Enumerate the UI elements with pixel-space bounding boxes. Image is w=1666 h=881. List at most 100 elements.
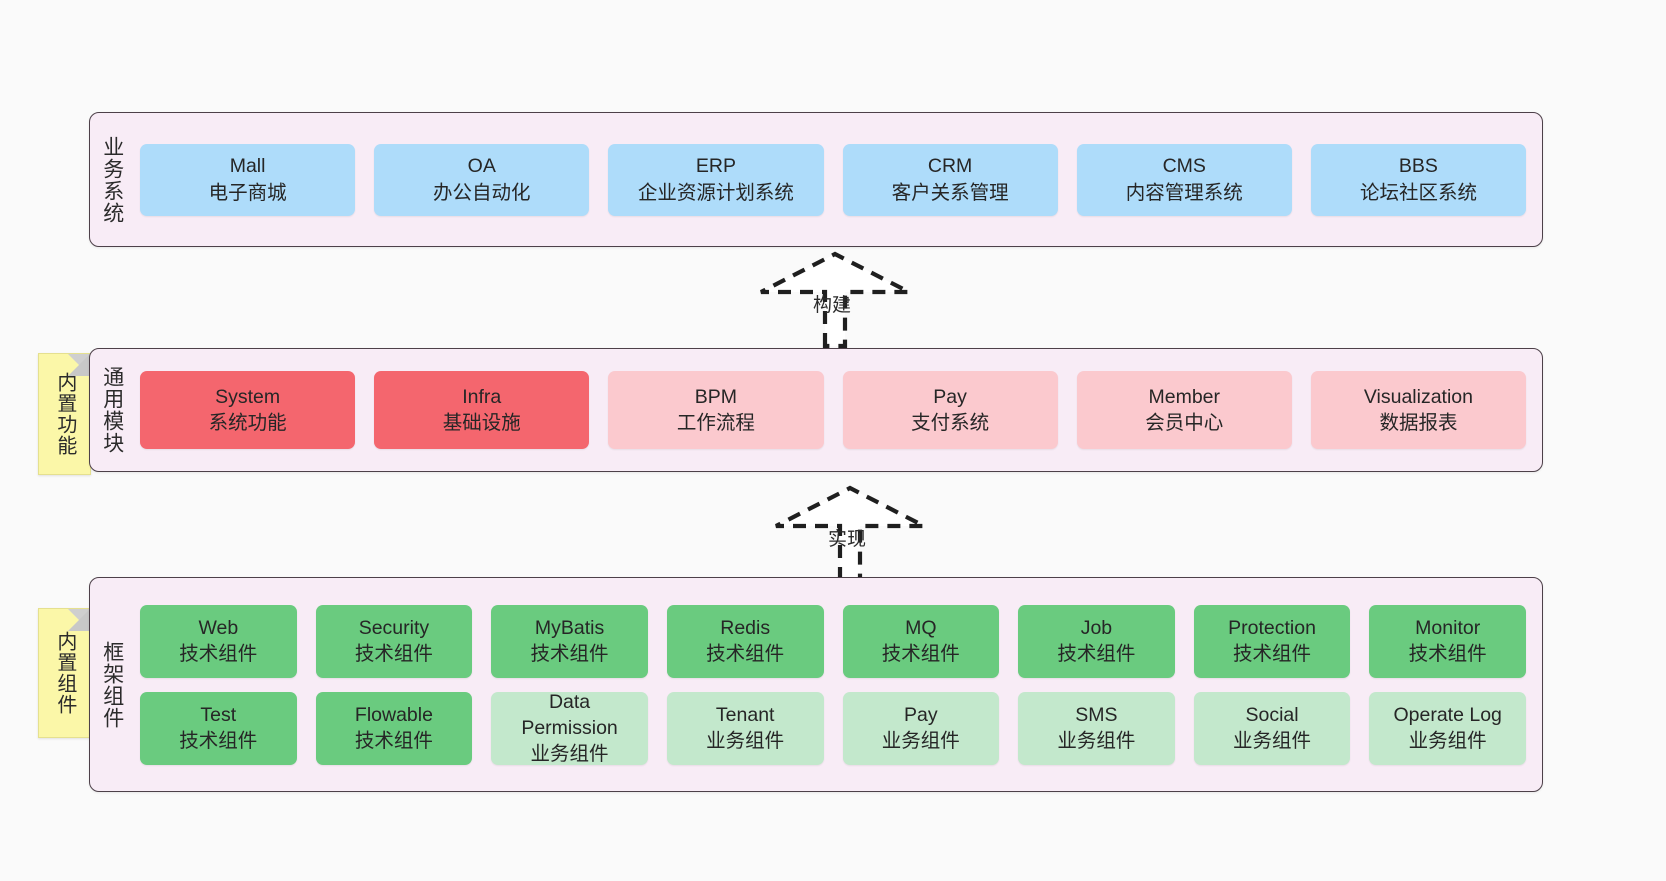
card-web-name: Web (198, 616, 239, 639)
card-bpm-desc: 工作流程 (676, 412, 755, 434)
card-web[interactable]: Web 技术组件 (140, 604, 297, 678)
connector-implement-arrow (775, 485, 925, 583)
layer-common-module-body: System 系统功能 Infra 基础设施 BPM 工作流程 Pay 支付系统… (134, 349, 1542, 471)
card-oa-desc: 办公自动化 (433, 181, 531, 204)
sticky-fold-corner-icon (68, 609, 90, 631)
card-infra-desc: 基础设施 (442, 412, 521, 434)
card-cms[interactable]: CMS 内容管理系统 (1076, 143, 1292, 216)
card-web-desc: 技术组件 (179, 643, 258, 665)
card-bpm[interactable]: BPM 工作流程 (608, 371, 824, 449)
layer-framework-component: 框架组件 Web 技术组件 Security 技术组件 MyBatis 技术组件… (89, 577, 1543, 792)
card-mall[interactable]: Mall 电子商城 (140, 143, 356, 216)
card-flowable[interactable]: Flowable 技术组件 (315, 691, 473, 765)
card-flowable-name: Flowable (354, 703, 433, 726)
card-crm-name: CRM (927, 155, 973, 178)
card-crm[interactable]: CRM 客户关系管理 (842, 143, 1058, 216)
card-visualization[interactable]: Visualization 数据报表 (1310, 371, 1527, 449)
card-protection-desc: 技术组件 (1233, 643, 1312, 665)
card-mybatis-desc: 技术组件 (530, 643, 609, 665)
card-tenant-desc: 业务组件 (706, 730, 785, 752)
card-erp-desc: 企业资源计划系统 (637, 181, 794, 204)
card-cms-name: CMS (1162, 155, 1206, 178)
card-member-name: Member (1148, 385, 1221, 408)
card-redis[interactable]: Redis 技术组件 (666, 604, 824, 678)
card-test-name: Test (200, 703, 237, 726)
card-mq-name: MQ (905, 616, 937, 639)
card-social-name: Social (1245, 703, 1299, 726)
card-tenant[interactable]: Tenant 业务组件 (666, 691, 824, 765)
card-security[interactable]: Security 技术组件 (315, 604, 473, 678)
card-social-desc: 业务组件 (1233, 730, 1312, 752)
card-redis-desc: 技术组件 (706, 643, 785, 665)
card-cms-desc: 内容管理系统 (1125, 181, 1243, 204)
layer-business-system-body: Mall 电子商城 OA 办公自动化 ERP 企业资源计划系统 CRM 客户关系… (134, 113, 1542, 246)
card-operate-log[interactable]: Operate Log 业务组件 (1369, 691, 1526, 765)
card-system-desc: 系统功能 (208, 412, 287, 434)
card-system-name: System (215, 385, 281, 408)
card-oa[interactable]: OA 办公自动化 (374, 143, 590, 216)
card-job[interactable]: Job 技术组件 (1018, 604, 1175, 678)
sticky-note-builtin-function-label: 内置功能 (53, 372, 76, 456)
card-crm-desc: 客户关系管理 (891, 181, 1009, 204)
card-operate-log-name: Operate Log (1393, 703, 1502, 726)
framework-card-row-2: Test 技术组件 Flowable 技术组件 Data Permission … (140, 690, 1526, 766)
card-sms-name: SMS (1075, 703, 1118, 726)
card-visualization-desc: 数据报表 (1379, 412, 1458, 434)
card-pay-module-name: Pay (933, 385, 967, 408)
card-mq[interactable]: MQ 技术组件 (842, 604, 1000, 678)
card-job-desc: 技术组件 (1057, 643, 1136, 665)
card-data-permission[interactable]: Data Permission 业务组件 (491, 690, 648, 766)
card-security-name: Security (358, 616, 430, 639)
card-monitor-desc: 技术组件 (1408, 643, 1487, 665)
card-monitor[interactable]: Monitor 技术组件 (1369, 604, 1526, 678)
card-mybatis[interactable]: MyBatis 技术组件 (491, 604, 648, 678)
card-mall-name: Mall (229, 155, 266, 178)
layer-common-module: 通用模块 System 系统功能 Infra 基础设施 BPM 工作流程 Pay… (89, 348, 1543, 472)
card-sms-desc: 业务组件 (1057, 730, 1136, 752)
card-infra[interactable]: Infra 基础设施 (374, 371, 590, 449)
card-system[interactable]: System 系统功能 (140, 371, 356, 449)
card-infra-name: Infra (462, 385, 502, 408)
card-mall-desc: 电子商城 (208, 181, 287, 204)
card-pay-module[interactable]: Pay 支付系统 (842, 371, 1058, 449)
common-card-row: System 系统功能 Infra 基础设施 BPM 工作流程 Pay 支付系统… (140, 371, 1527, 449)
card-bpm-name: BPM (694, 385, 738, 408)
card-pay-component[interactable]: Pay 业务组件 (842, 691, 1000, 765)
card-sms[interactable]: SMS 业务组件 (1018, 691, 1175, 765)
card-erp-name: ERP (695, 155, 736, 178)
sticky-note-builtin-component-label: 内置组件 (53, 631, 76, 715)
card-member-desc: 会员中心 (1145, 412, 1224, 434)
card-oa-name: OA (467, 155, 496, 178)
card-tenant-name: Tenant (715, 703, 775, 726)
card-redis-name: Redis (720, 616, 771, 639)
sticky-note-builtin-function: 内置功能 (38, 353, 91, 475)
layer-common-module-title: 通用模块 (100, 366, 124, 454)
card-data-permission-desc: 业务组件 (530, 743, 609, 766)
card-mq-desc: 技术组件 (881, 643, 960, 665)
card-member[interactable]: Member 会员中心 (1076, 371, 1292, 449)
layer-business-system-title: 业务系统 (100, 135, 124, 224)
sticky-note-builtin-component: 内置组件 (38, 608, 91, 738)
card-visualization-name: Visualization (1363, 385, 1474, 408)
layer-framework-component-body: Web 技术组件 Security 技术组件 MyBatis 技术组件 Redi… (134, 578, 1542, 791)
sticky-fold-corner-icon (68, 354, 90, 376)
card-data-permission-name: Data Permission (521, 690, 618, 739)
card-social[interactable]: Social 业务组件 (1193, 691, 1351, 765)
card-security-desc: 技术组件 (354, 643, 433, 665)
card-monitor-name: Monitor (1415, 616, 1481, 639)
card-erp[interactable]: ERP 企业资源计划系统 (608, 143, 824, 216)
card-pay-component-desc: 业务组件 (881, 730, 960, 752)
layer-framework-component-title: 框架组件 (100, 640, 124, 729)
card-protection-name: Protection (1228, 616, 1316, 639)
card-test[interactable]: Test 技术组件 (140, 691, 297, 765)
connector-build-arrow (760, 251, 910, 349)
card-bbs[interactable]: BBS 论坛社区系统 (1310, 143, 1527, 216)
business-card-row: Mall 电子商城 OA 办公自动化 ERP 企业资源计划系统 CRM 客户关系… (140, 143, 1527, 216)
card-bbs-desc: 论坛社区系统 (1359, 181, 1477, 204)
framework-card-row-1: Web 技术组件 Security 技术组件 MyBatis 技术组件 Redi… (140, 604, 1526, 678)
card-operate-log-desc: 业务组件 (1408, 730, 1487, 752)
card-job-name: Job (1080, 616, 1113, 639)
card-test-desc: 技术组件 (179, 730, 258, 752)
card-protection[interactable]: Protection 技术组件 (1193, 604, 1351, 678)
connector-build-label: 构建 (813, 295, 852, 316)
